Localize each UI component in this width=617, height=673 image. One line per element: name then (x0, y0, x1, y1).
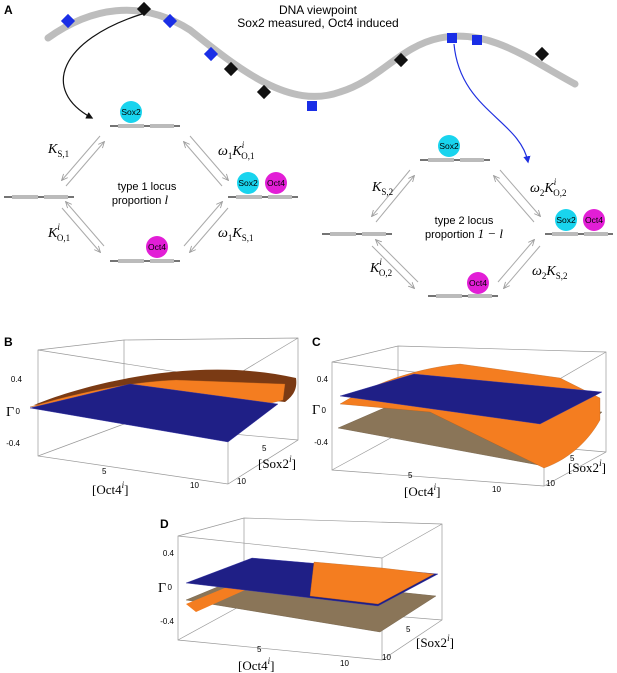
y-tick: 10 (546, 479, 555, 488)
y-axis-label: [Sox2i] (258, 454, 296, 471)
locus1-caption: proportion l (112, 192, 169, 207)
z-tick: -0.4 (6, 439, 20, 448)
x-axis-label: [Oct4i] (92, 480, 128, 497)
sox2-bubble (438, 135, 460, 157)
y-tick: 10 (382, 653, 391, 662)
z-tick: 0.4 (317, 375, 329, 384)
oct4-label: Oct4 (267, 178, 285, 188)
z-axis-label: Γ (312, 403, 320, 418)
site-black (393, 52, 409, 68)
y-axis-label: [Sox2i] (568, 458, 606, 475)
sox2-label: Sox2 (556, 215, 576, 225)
z-tick: 0.4 (163, 549, 175, 558)
site-black (534, 46, 550, 62)
x-tick: 5 (408, 471, 413, 480)
z-tick: 0 (322, 406, 327, 415)
sox2-label: Sox2 (121, 107, 141, 117)
dna-title-line2: Sox2 measured, Oct4 induced (237, 16, 398, 30)
z-tick: 0.4 (11, 375, 23, 384)
locus2-caption: proportion 1 − l (425, 226, 503, 241)
oct4-bubble (467, 272, 489, 294)
z-tick: 0 (168, 583, 173, 592)
dna-title-line1: DNA viewpoint (279, 3, 358, 17)
z-tick: -0.4 (314, 438, 328, 447)
z-tick: -0.4 (160, 617, 174, 626)
x-axis-label: [Oct4i] (238, 656, 274, 673)
sox2-label: Sox2 (439, 141, 459, 151)
plot-b: 0.4 0 -0.4 Γ 5 10 5 10 [Oct4i] [Sox2i] (6, 337, 299, 497)
plot-c: 0.4 0 -0.4 Γ 5 10 5 10 [Oct4i] [Sox2i] (312, 345, 607, 499)
panel-label-a: A (4, 3, 13, 17)
oct4-label: Oct4 (469, 278, 487, 288)
y-axis-label: [Sox2i] (416, 633, 454, 650)
y-tick: 5 (262, 444, 267, 453)
x-tick: 5 (102, 467, 107, 476)
plane-blue (29, 383, 279, 443)
site-black (256, 84, 272, 100)
oct4-bubble (583, 209, 605, 231)
site-blue (447, 33, 457, 43)
z-axis-label: Γ (6, 405, 14, 420)
z-axis-label: Γ (158, 581, 166, 596)
oct4-bubble (265, 172, 287, 194)
z-tick: 0 (16, 407, 21, 416)
y-tick: 5 (406, 625, 411, 634)
x-tick: 10 (340, 659, 349, 668)
y-tick: 5 (570, 454, 575, 463)
sox2-bubble (555, 209, 577, 231)
sox2-label: Sox2 (238, 178, 258, 188)
locus1-caption: type 1 locus (118, 181, 177, 193)
plot-d: 0.4 0 -0.4 Γ 5 10 5 10 [Oct4i] [Sox2i] (158, 517, 454, 673)
locus2-caption: type 2 locus (435, 215, 494, 227)
x-tick: 10 (492, 485, 501, 494)
x-axis-label: [Oct4i] (404, 482, 440, 499)
panel-label-c: C (312, 335, 321, 349)
x-tick: 10 (190, 481, 199, 490)
oct4-bubble (146, 236, 168, 258)
sox2-bubble (237, 172, 259, 194)
x-tick: 5 (257, 645, 262, 654)
plane-blue (339, 373, 603, 425)
y-tick: 10 (237, 477, 246, 486)
arrow-to-locus1 (62, 13, 143, 119)
site-blue (472, 35, 482, 45)
panel-label-d: D (160, 517, 169, 531)
rate-label: KS,1 (47, 142, 69, 159)
panel-label-b: B (4, 335, 13, 349)
site-blue (307, 101, 317, 111)
rate-label: ω1KS,1 (218, 226, 254, 243)
arrow-to-locus2 (453, 43, 531, 164)
rate-label: ω2KS,2 (532, 264, 568, 281)
oct4-label: Oct4 (148, 242, 166, 252)
surface-orange (309, 561, 435, 605)
oct4-label: Oct4 (585, 215, 603, 225)
sox2-bubble (120, 101, 142, 123)
rate-label: KS,2 (371, 180, 393, 197)
